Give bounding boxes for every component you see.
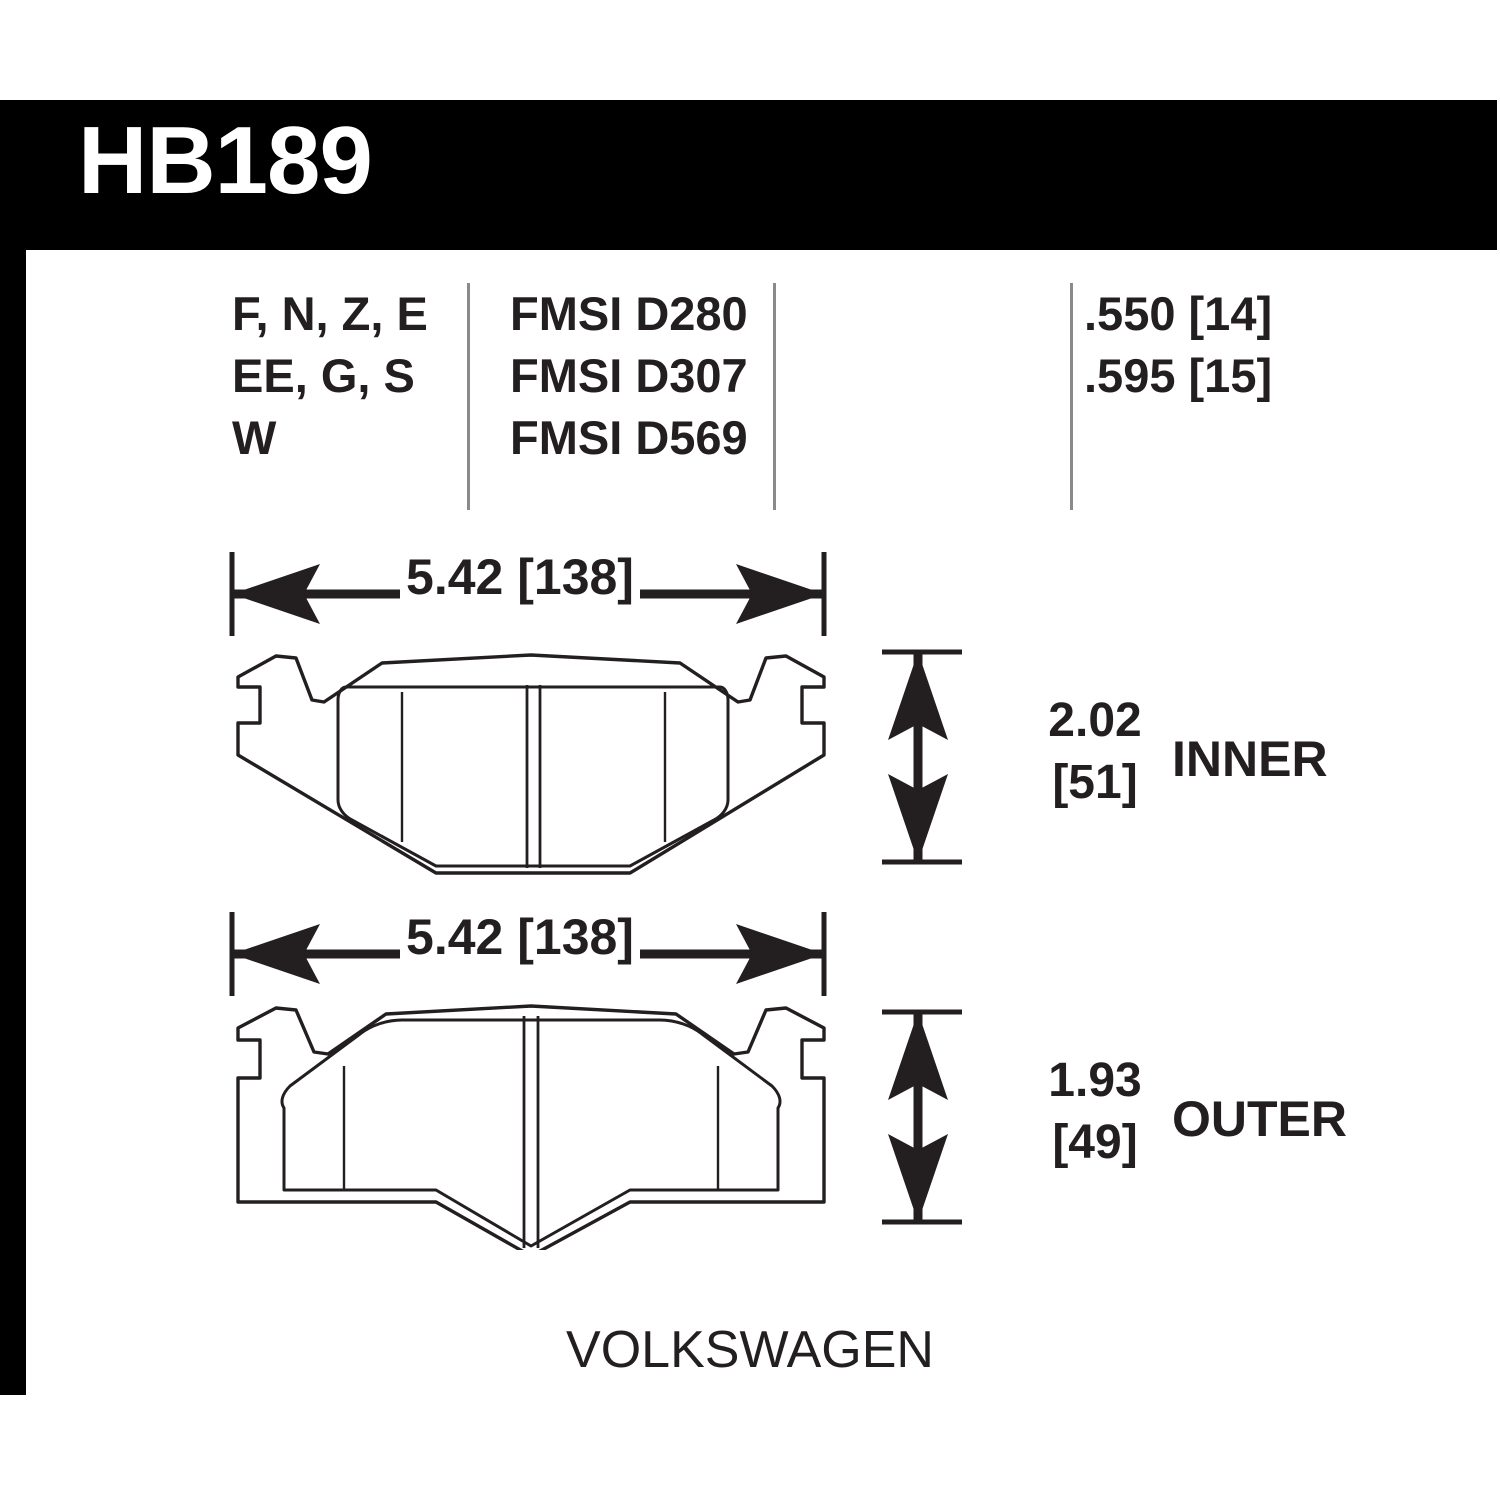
- column-divider: [1070, 283, 1073, 510]
- outer-brake-pad-figure: [210, 990, 850, 1258]
- inner-position-label: INNER: [1172, 731, 1328, 787]
- column-divider: [467, 283, 470, 510]
- outer-position-label: OUTER: [1172, 1091, 1347, 1147]
- inner-height-inches: 2.02: [1048, 694, 1142, 747]
- fmsi-row: FMSI D307: [510, 349, 748, 402]
- outer-pad-height-dimension: [870, 1000, 990, 1240]
- width-dimension-label: 5.42 [138]: [406, 909, 634, 965]
- spec-table: F, N, Z, E EE, G, S W FMSI D280 FMSI D30…: [232, 283, 1462, 513]
- thickness-column: .550 [14] .595 [15]: [1084, 283, 1384, 407]
- compound-code-row: EE, G, S: [232, 349, 415, 402]
- fmsi-row: FMSI D280: [510, 287, 748, 340]
- outer-height-mm: [49]: [1052, 1116, 1138, 1169]
- inner-height-value: 2.02 [51]: [985, 690, 1205, 814]
- vehicle-make-label: VOLKSWAGEN: [566, 1321, 934, 1379]
- outer-pad-width-dimension: 5.42 [138]: [200, 900, 840, 1010]
- left-frame-bar: [0, 250, 26, 1395]
- width-dimension-arrow-outer: [229, 912, 827, 996]
- inner-height-mm: [51]: [1052, 756, 1138, 809]
- outer-height-value: 1.93 [49]: [985, 1050, 1205, 1174]
- inner-pad-height-dimension: [870, 640, 990, 880]
- height-dimension-arrow-outer: [882, 1009, 962, 1225]
- part-number-title: HB189: [78, 107, 373, 214]
- thickness-row: .550 [14]: [1084, 287, 1273, 340]
- compound-code-row: F, N, Z, E: [232, 287, 428, 340]
- outer-height-inches: 1.93: [1048, 1054, 1142, 1107]
- column-divider: [773, 283, 776, 510]
- thickness-row: .595 [15]: [1084, 349, 1273, 402]
- inner-pad-width-dimension: 5.42 [138]: [200, 540, 840, 650]
- compound-code-row: W: [232, 411, 277, 464]
- width-dimension-arrow-inner: [229, 552, 827, 636]
- fmsi-row: FMSI D569: [510, 411, 748, 464]
- height-dimension-arrow-inner: [882, 649, 962, 865]
- width-dimension-label: 5.42 [138]: [406, 549, 634, 605]
- compound-codes-column: F, N, Z, E EE, G, S W: [232, 283, 452, 469]
- header-band: [0, 100, 1497, 250]
- fmsi-column: FMSI D280 FMSI D307 FMSI D569: [510, 283, 790, 469]
- inner-brake-pad-figure: [210, 630, 850, 895]
